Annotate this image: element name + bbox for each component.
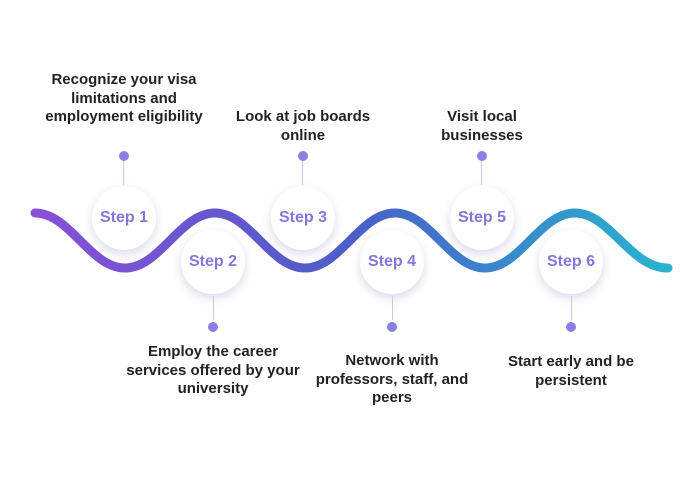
step-4-node: Step 4 bbox=[360, 230, 424, 294]
step-6-node: Step 6 bbox=[539, 230, 603, 294]
step-1-connector-line bbox=[123, 161, 124, 185]
step-6-connector-line bbox=[571, 296, 572, 320]
step-2-marker-dot bbox=[208, 322, 218, 332]
step-4-label: Step 4 bbox=[367, 253, 416, 270]
step-6-label: Step 6 bbox=[546, 253, 595, 270]
step-1-label: Step 1 bbox=[99, 209, 148, 226]
step-2-node: Step 2 bbox=[181, 230, 245, 294]
step-3-description: Look at job boards online bbox=[235, 108, 371, 144]
step-3-label: Step 3 bbox=[278, 209, 327, 226]
step-1-description: Recognize your visa limitations and empl… bbox=[45, 71, 203, 125]
step-2-label: Step 2 bbox=[188, 253, 237, 270]
step-6-marker-dot bbox=[566, 322, 576, 332]
step-5-node: Step 5 bbox=[450, 186, 514, 250]
step-5-connector-line bbox=[481, 161, 482, 185]
step-1-node: Step 1 bbox=[92, 186, 156, 250]
step-5-description: Visit local businesses bbox=[441, 108, 523, 144]
step-6-description: Start early and be persistent bbox=[508, 353, 634, 389]
step-3-connector-line bbox=[302, 161, 303, 185]
step-4-description: Network with professors, staff, and peer… bbox=[315, 352, 469, 406]
step-4-connector-line bbox=[392, 296, 393, 320]
step-3-node: Step 3 bbox=[271, 186, 335, 250]
step-4-marker-dot bbox=[387, 322, 397, 332]
step-2-description: Employ the career services offered by yo… bbox=[126, 343, 300, 397]
step-5-marker-dot bbox=[477, 151, 487, 161]
step-1-marker-dot bbox=[119, 151, 129, 161]
step-5-label: Step 5 bbox=[457, 209, 506, 226]
step-3-marker-dot bbox=[298, 151, 308, 161]
step-2-connector-line bbox=[213, 296, 214, 320]
